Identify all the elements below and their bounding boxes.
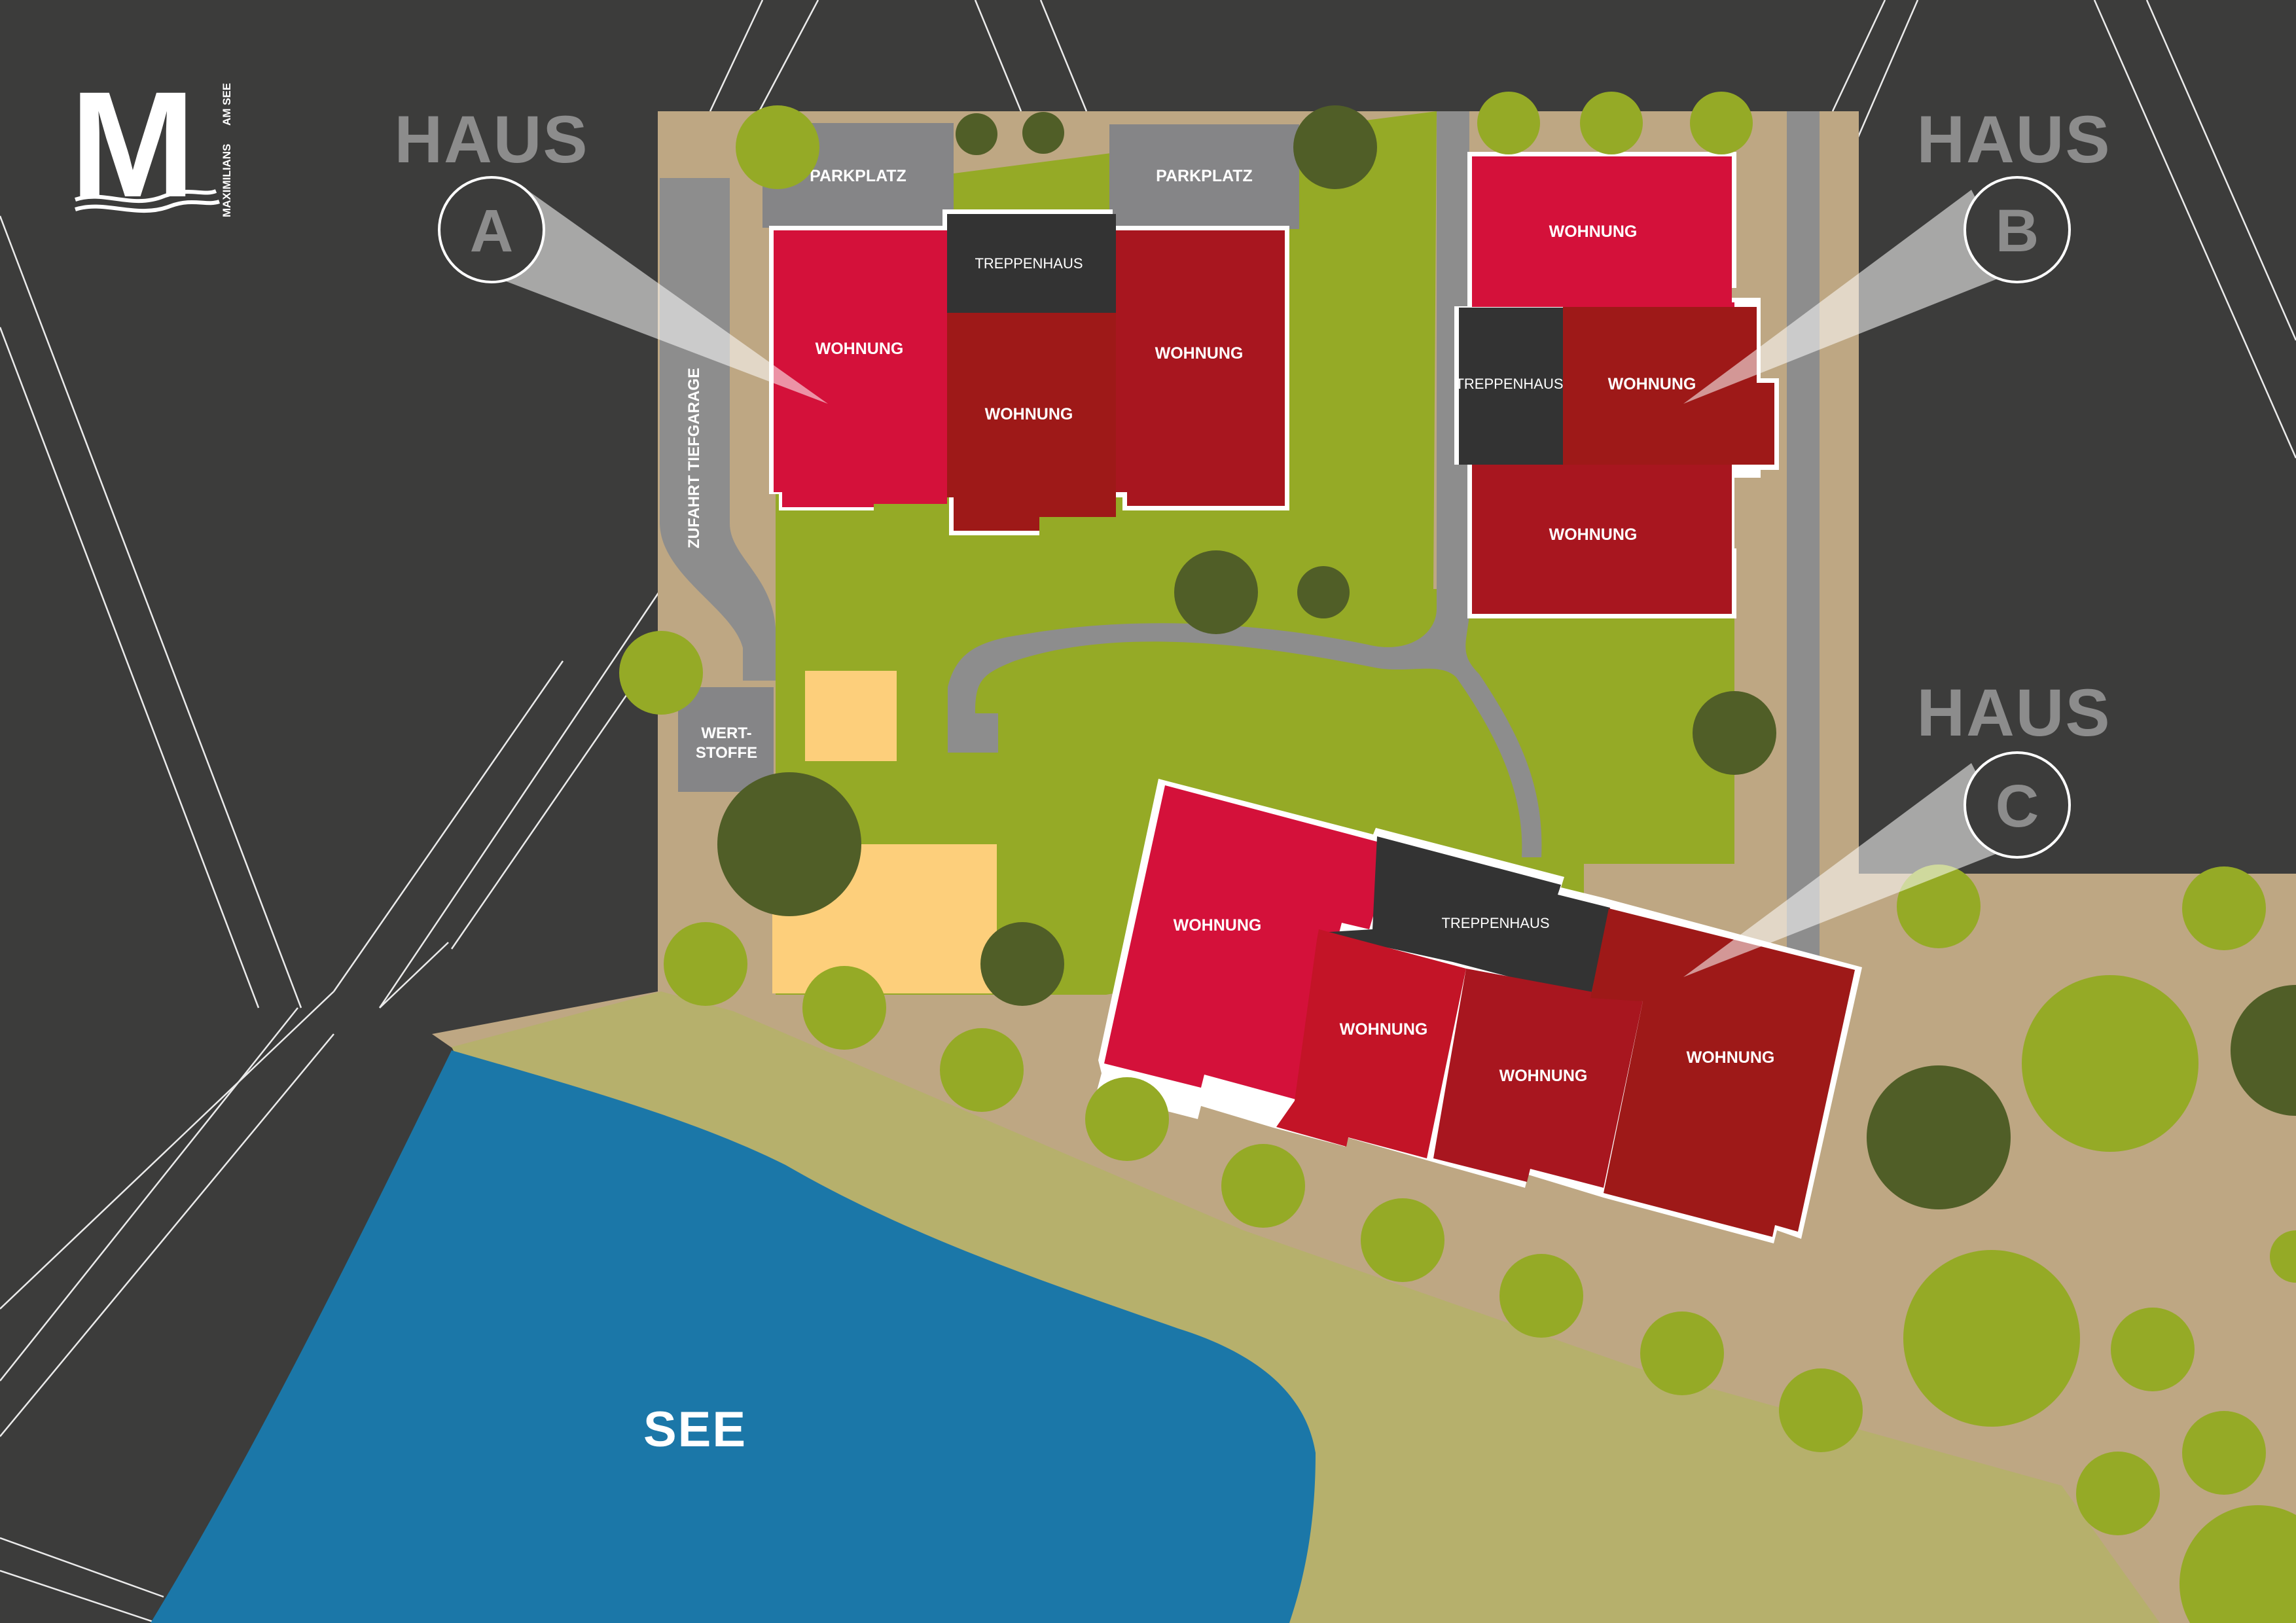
haus-b-wohnung-bottom-label: WOHNUNG — [1549, 526, 1638, 544]
logo-wave — [75, 189, 217, 204]
tree — [1293, 105, 1377, 189]
tree — [1297, 566, 1350, 618]
haus-c-badge — [1964, 751, 2071, 859]
haus-b-wohnung-middle-label: WOHNUNG — [1608, 375, 1696, 393]
tree — [1580, 92, 1643, 154]
tree — [2182, 866, 2266, 950]
haus-b-wohnung-bottom — [1472, 465, 1732, 614]
tree — [1867, 1065, 2011, 1209]
callout-cones — [486, 190, 2014, 977]
haus-c-wohnung-right — [1590, 908, 1855, 1237]
haus-c-wohnung-3-label: WOHNUNG — [1499, 1067, 1588, 1085]
haus-a-word: HAUS — [394, 102, 588, 177]
logo-suffix: AM SEE — [221, 83, 233, 126]
tree — [2022, 975, 2198, 1152]
haus-c-wohnung-left-label: WOHNUNG — [1174, 916, 1262, 935]
tree — [1221, 1144, 1305, 1228]
haus-b-wohnung-top — [1472, 156, 1734, 307]
tree — [1085, 1077, 1169, 1161]
haus-b-letter: B — [1996, 198, 2039, 264]
haus-a-treppenhaus-label: TREPPENHAUS — [975, 255, 1083, 272]
haus-c-word: HAUS — [1916, 675, 2111, 750]
lake-label: SEE — [643, 1402, 747, 1457]
parking-left-label: PARKPLATZ — [810, 167, 906, 185]
logo: M MAXIMILIANS AM SEE — [70, 60, 233, 228]
haus-c-wohnung-2 — [1276, 929, 1466, 1158]
tree — [1693, 691, 1776, 775]
recycling-label-line1: WERT- — [701, 724, 751, 742]
recycling-label-line2: STOFFE — [696, 744, 757, 762]
building-haus-c: TREPPENHAUS WOHNUNG WOHNUNG WOHNUNG WOHN… — [1096, 779, 1862, 1243]
paths — [660, 111, 1820, 962]
haus-b-word: HAUS — [1916, 102, 2111, 177]
tree — [1690, 92, 1753, 154]
tree — [619, 631, 703, 715]
tree — [1477, 92, 1540, 154]
tree — [1640, 1311, 1724, 1395]
tree — [717, 772, 861, 916]
play-area-small — [805, 671, 897, 761]
tree — [664, 922, 747, 1006]
haus-b-wohnung-middle — [1563, 307, 1774, 465]
tree — [1779, 1368, 1863, 1452]
haus-b-badge — [1964, 176, 2071, 283]
tree — [1499, 1254, 1583, 1338]
tree — [2231, 985, 2296, 1116]
haus-a-badge — [438, 176, 545, 283]
recycling-area — [678, 687, 774, 792]
tree — [940, 1028, 1024, 1112]
haus-a-wohnung-left-label: WOHNUNG — [816, 340, 904, 358]
building-haus-a: TREPPENHAUS WOHNUNG WOHNUNG WOHNUNG — [769, 209, 1289, 535]
haus-c-letter: C — [1996, 773, 2039, 840]
haus-a-wohnung-middle — [947, 313, 1116, 531]
haus-c-wohnung-3 — [1433, 969, 1643, 1188]
tree — [956, 113, 997, 155]
building-haus-b: TREPPENHAUS WOHNUNG WOHNUNG WOHNUNG — [1454, 152, 1779, 618]
haus-c-wohnung-2-label: WOHNUNG — [1340, 1020, 1428, 1039]
haus-a-wohnung-middle-label: WOHNUNG — [985, 405, 1073, 423]
tree — [1903, 1250, 2080, 1427]
haus-a-wohnung-right-label: WOHNUNG — [1155, 344, 1244, 363]
tree — [1174, 550, 1258, 634]
haus-a-wohnung-left — [774, 230, 947, 507]
tree — [2179, 1505, 2296, 1623]
tree — [980, 922, 1064, 1006]
haus-c-wohnung-left — [1104, 785, 1394, 1099]
tree — [1022, 112, 1064, 154]
haus-b-treppenhaus — [1459, 308, 1563, 465]
tree — [1897, 865, 1981, 948]
tree — [1361, 1198, 1444, 1282]
trees — [619, 92, 2296, 1623]
haus-b-treppenhaus-label: TREPPENHAUS — [1455, 376, 1563, 392]
tree — [2076, 1452, 2160, 1535]
haus-c-treppenhaus-shape — [1319, 836, 1610, 998]
haus-a-letter: A — [470, 198, 513, 264]
tree — [2270, 1230, 2296, 1283]
garage-access-label: ZUFAHRT TIEFGARAGE — [685, 368, 703, 548]
lake — [151, 1050, 1316, 1623]
tree — [2111, 1308, 2195, 1391]
haus-a-treppenhaus — [947, 214, 1116, 313]
haus-b-callout: HAUS B — [1916, 102, 2111, 283]
haus-a-callout: HAUS A — [394, 102, 588, 283]
tree — [802, 966, 886, 1050]
tree — [2182, 1411, 2266, 1495]
parking-right-label: PARKPLATZ — [1156, 167, 1253, 185]
haus-b-wohnung-top-label: WOHNUNG — [1549, 223, 1638, 241]
haus-c-treppenhaus-label: TREPPENHAUS — [1441, 915, 1549, 931]
haus-a-wohnung-right — [1116, 230, 1285, 506]
tree — [736, 105, 819, 189]
haus-c-wohnung-right-label: WOHNUNG — [1687, 1048, 1775, 1067]
haus-c-callout: HAUS C — [1916, 675, 2111, 859]
logo-name: MAXIMILIANS — [221, 144, 233, 217]
parking-right — [1109, 124, 1299, 229]
